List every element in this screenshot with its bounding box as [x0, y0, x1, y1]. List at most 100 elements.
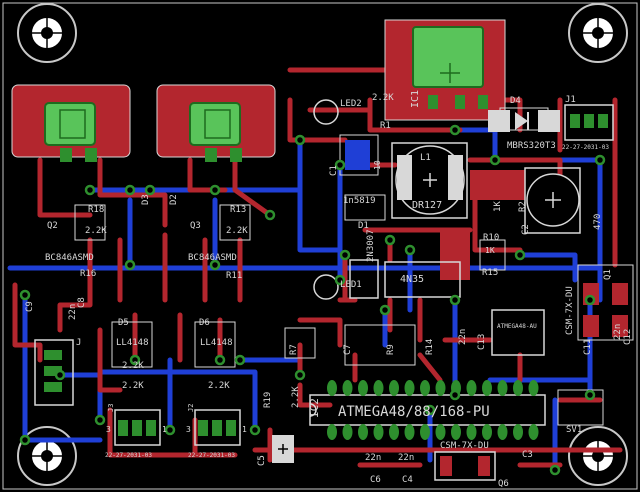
- smd-pads: [44, 95, 608, 436]
- via: [94, 414, 106, 426]
- label-c5: C5: [257, 455, 267, 466]
- dip-pin: [482, 380, 492, 396]
- label-q2-ref: Q2: [47, 221, 58, 231]
- dip-pin: [420, 380, 430, 396]
- label-r-left-val: 2.2K: [122, 381, 144, 391]
- via: [209, 259, 221, 271]
- via: [84, 184, 96, 196]
- label-pin1-b: 1: [242, 425, 247, 434]
- label-d6-ref: D6: [199, 318, 210, 328]
- label-r2-ref: R2: [518, 201, 528, 212]
- label-r13-ref: R13: [230, 205, 246, 215]
- via: [249, 424, 261, 436]
- label-l1-part: DR127: [412, 200, 442, 211]
- silkscreen-labels: ATMEGA48/88/168-PU IC2 IC1 D4 MBRS320T3 …: [25, 90, 633, 489]
- qfp-chip: [491, 309, 545, 356]
- led-outlines: [313, 99, 339, 300]
- dip-pin: [435, 424, 446, 440]
- dip-pin: [327, 424, 337, 440]
- label-r11: R11: [226, 271, 242, 281]
- label-r-right-val: 2.2K: [208, 381, 230, 391]
- dip-pin: [327, 380, 337, 396]
- label-q3-ref: Q3: [190, 221, 201, 231]
- label-d6-part: LL4148: [200, 338, 233, 348]
- label-22n-a: 22n: [365, 453, 381, 463]
- dip-pin: [358, 424, 368, 440]
- label-r2-val: 1K: [493, 201, 503, 212]
- dip-pin: [435, 380, 446, 396]
- label-r10-ref: R10: [483, 233, 499, 243]
- label-r13-val: 2.2K: [226, 226, 248, 236]
- label-led2: LED2: [340, 99, 362, 109]
- label-l1-ref: L1: [420, 153, 431, 163]
- label-j1-part: 22-27-2031-03: [562, 144, 609, 151]
- via: [294, 134, 306, 146]
- via: [549, 464, 561, 476]
- label-q4-part: 2N3007: [366, 229, 376, 262]
- label-c8: C8: [77, 297, 87, 308]
- vias: [19, 124, 606, 476]
- label-c1: C1: [329, 165, 339, 176]
- label-d3: D3: [141, 194, 151, 205]
- capacitor-c5: [272, 435, 294, 463]
- via: [264, 209, 276, 221]
- dip-pin: [513, 424, 523, 440]
- label-r16: R16: [80, 269, 96, 279]
- label-j3-part: 22-27-2031-03: [105, 452, 152, 459]
- dip-pin: [404, 424, 415, 440]
- label-r19-val: 2.2K: [291, 386, 301, 408]
- label-d5-part: LL4148: [116, 338, 149, 348]
- via: [404, 244, 416, 256]
- label-q1: Q1: [603, 269, 613, 280]
- label-j-left: J: [76, 338, 81, 348]
- label-ic-qfp: ATMEGA48-AU: [497, 323, 537, 330]
- via: [449, 294, 461, 306]
- dip-pin: [482, 424, 492, 440]
- label-c13: C13: [477, 334, 487, 350]
- label-r1-val: 2.2K: [372, 93, 394, 103]
- dip-pin: [528, 424, 539, 440]
- ic2-dip-package: [309, 394, 546, 426]
- dip-pin: [528, 380, 539, 396]
- label-c2-val: 470: [593, 214, 603, 230]
- label-q1-part: CSM-7X-DU: [565, 286, 575, 335]
- label-d2: D2: [169, 194, 179, 205]
- dip-pin: [373, 424, 384, 440]
- label-r10-val: 1K: [485, 246, 495, 255]
- label-c11: C11: [583, 339, 593, 355]
- smd-outlines: [74, 107, 549, 368]
- via: [449, 124, 461, 136]
- via: [124, 184, 136, 196]
- dip-pin: [420, 424, 430, 440]
- label-r7: R7: [289, 344, 299, 355]
- mounting-hole-bottom-right: [568, 426, 628, 486]
- via: [379, 304, 391, 316]
- label-j2-part: 22-27-2031-03: [188, 452, 235, 459]
- label-d4-ref: D4: [510, 96, 521, 106]
- via: [144, 184, 156, 196]
- label-r1-ref: R1: [380, 121, 391, 131]
- dip-pin: [497, 380, 508, 396]
- label-led1: LED1: [340, 280, 362, 290]
- via: [514, 249, 526, 261]
- dip-pin: [404, 380, 415, 396]
- via: [294, 369, 306, 381]
- dip-pin: [342, 424, 353, 440]
- via: [19, 434, 31, 446]
- dip-pin: [451, 424, 461, 440]
- label-pin1-a: 1: [162, 425, 167, 434]
- label-ic1: IC1: [410, 90, 421, 108]
- via: [209, 184, 221, 196]
- dip-pin: [389, 424, 399, 440]
- label-r20-val: 2.2K: [122, 361, 144, 371]
- label-r18-ref: R18: [88, 205, 104, 215]
- label-d1-ref: D1: [358, 221, 369, 231]
- label-22n-b: 22n: [398, 453, 414, 463]
- label-d4-part: MBRS320T3: [507, 141, 556, 151]
- via: [334, 274, 346, 286]
- label-ic2-title: ATMEGA48/88/168-PU: [338, 404, 490, 420]
- via: [384, 234, 396, 246]
- label-j1: J1: [565, 95, 576, 105]
